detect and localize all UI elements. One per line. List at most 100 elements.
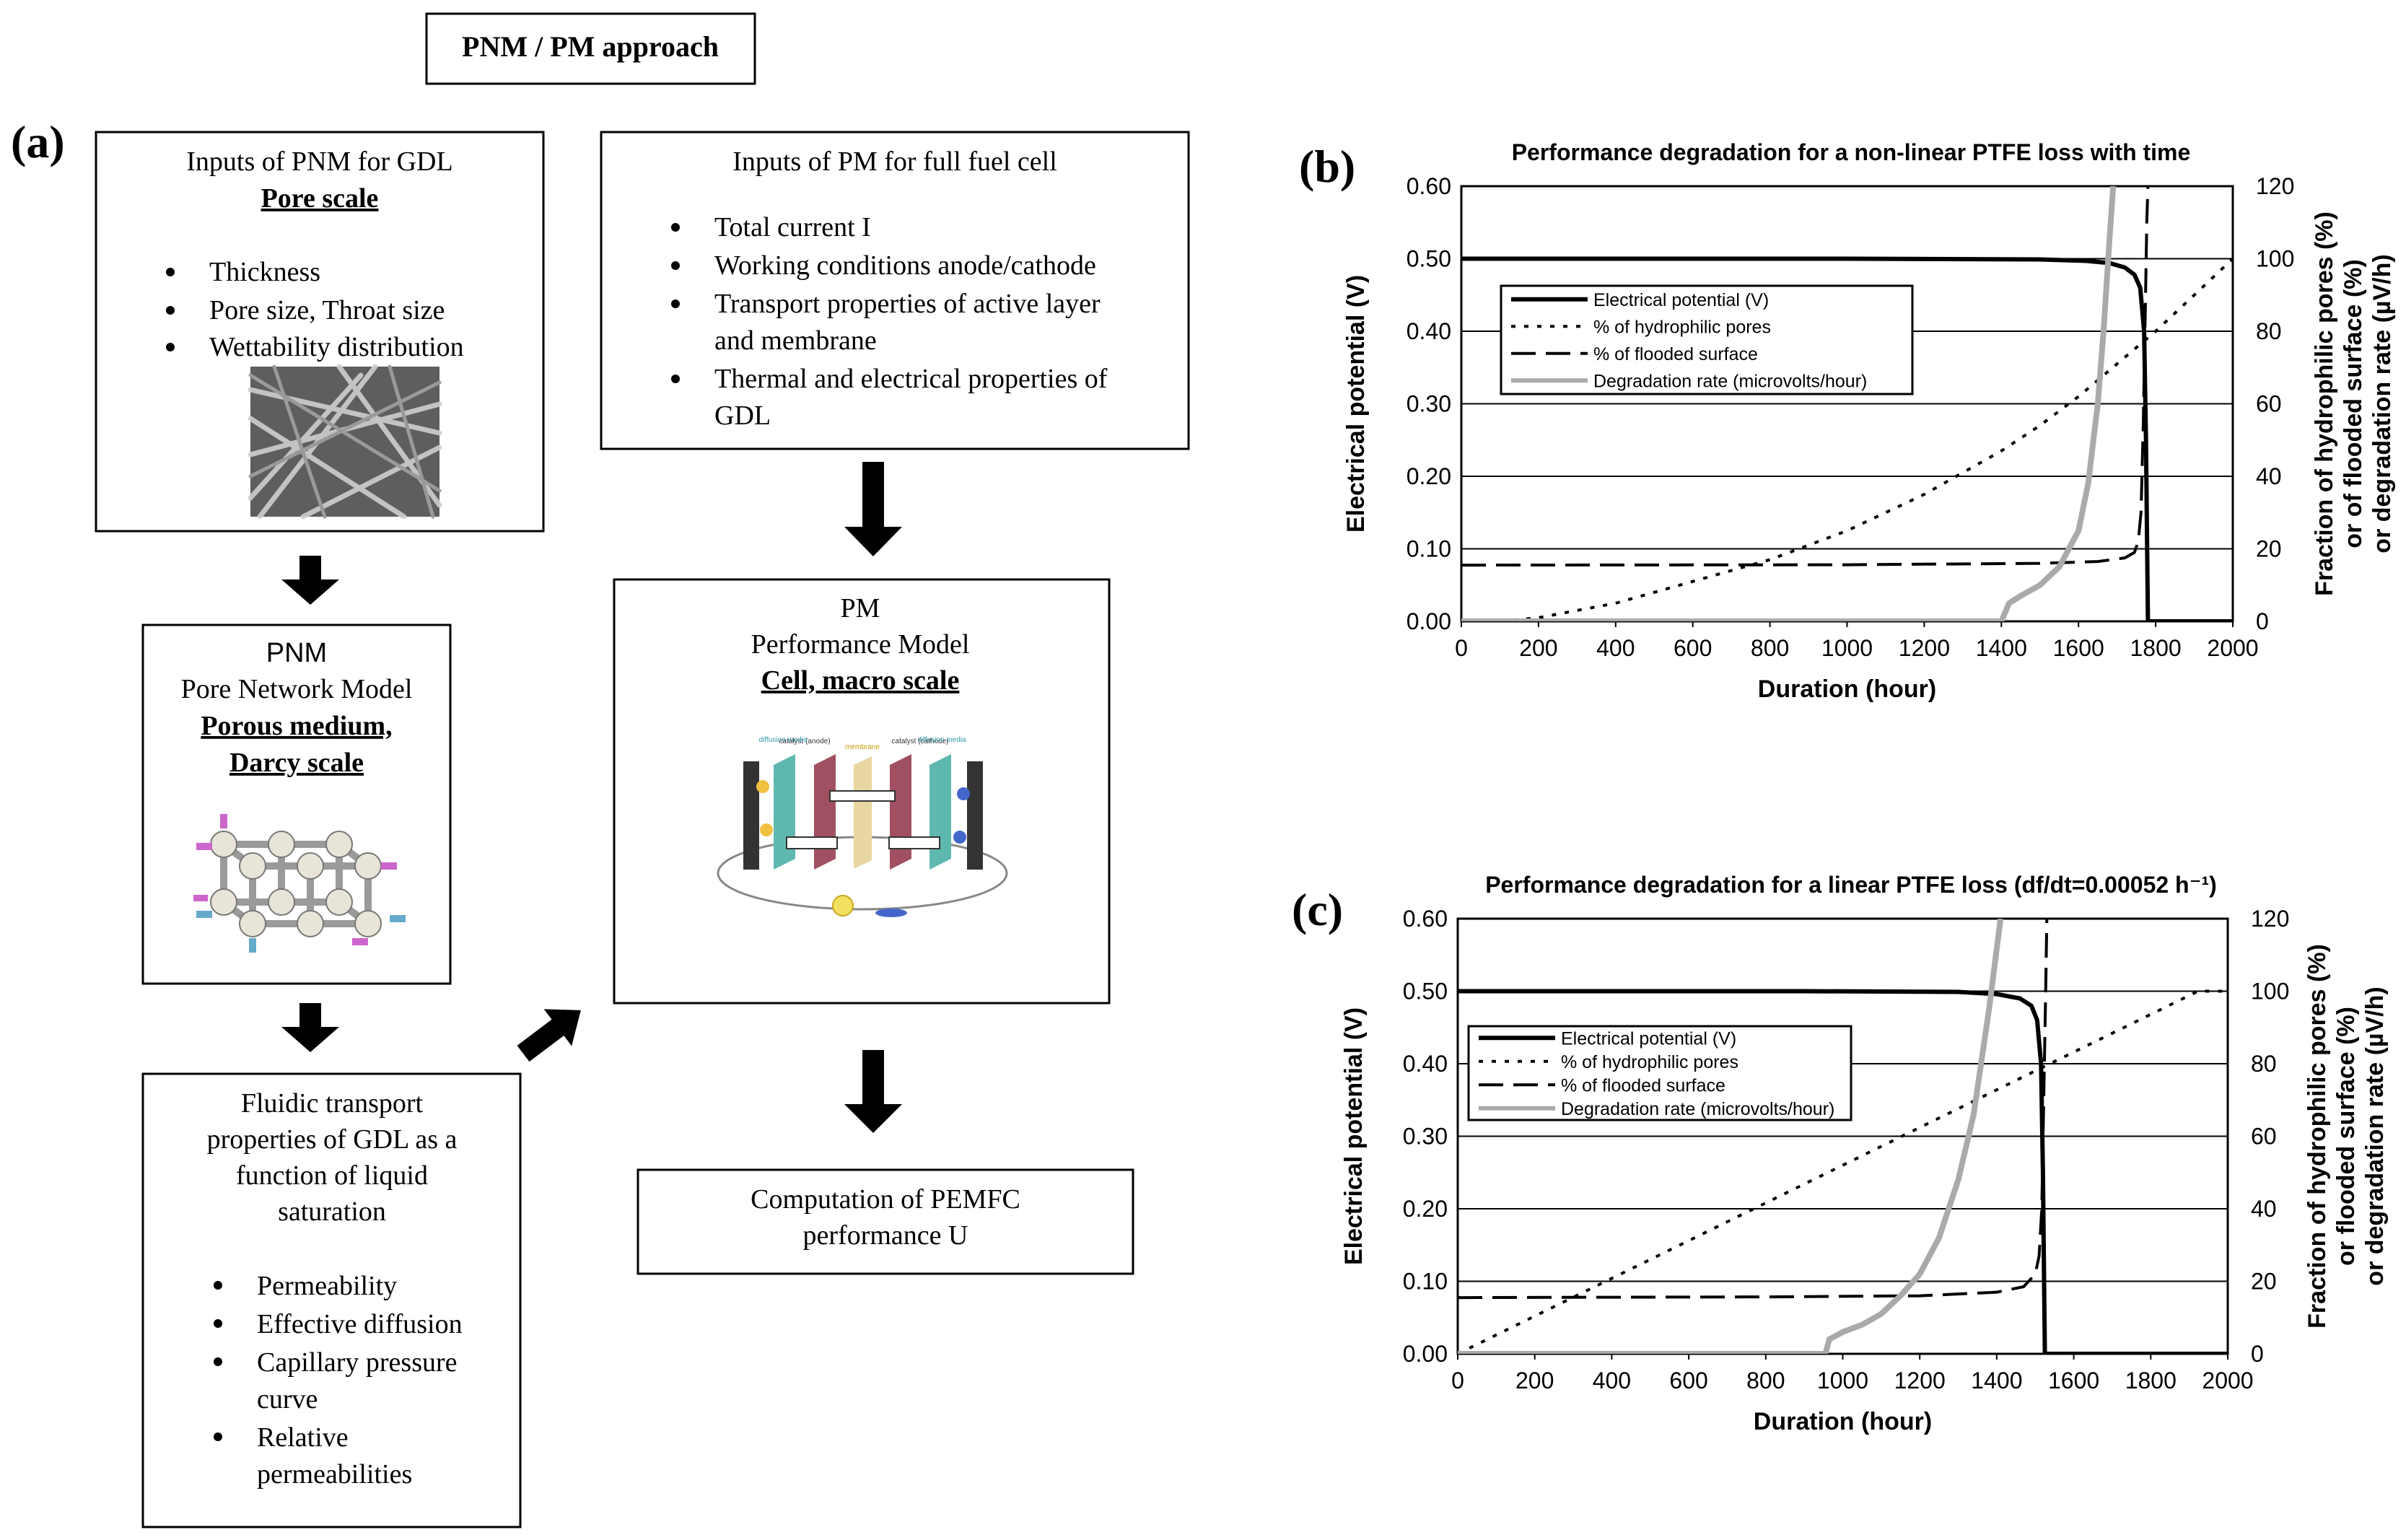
x-tick-label: 800	[1746, 1368, 1785, 1394]
bullet	[671, 223, 680, 232]
legend-label: Degradation rate (microvolts/hour)	[1593, 371, 1867, 391]
computation-line: Computation of PEMFC	[751, 1184, 1020, 1215]
legend-label: % of hydrophilic pores	[1561, 1052, 1738, 1072]
series-line-dashed	[1461, 186, 2150, 567]
pore-network-illustration	[193, 814, 406, 953]
x-tick-label: 1600	[2053, 635, 2104, 661]
y-tick-label: 0.00	[1407, 608, 1451, 634]
bullet	[166, 268, 175, 276]
x-tick-label: 400	[1593, 1368, 1631, 1394]
y2-tick-label: 100	[2256, 246, 2294, 272]
pm-input-item: Total current I	[714, 212, 871, 242]
y2-axis-label-line: Fraction of hydrophilic pores (%)	[2311, 211, 2338, 596]
x-axis-label: Duration (hour)	[1758, 675, 1936, 703]
bullet	[214, 1357, 222, 1366]
chart-title: Performance degradation for a linear PTF…	[1485, 872, 2217, 898]
series-line-solid	[1458, 989, 2228, 1354]
pm-name: Performance Model	[751, 629, 970, 660]
x-tick-label: 400	[1596, 635, 1635, 661]
series-group	[1461, 186, 2233, 621]
x-tick-label: 0	[1455, 635, 1468, 661]
y-tick-label: 0.50	[1407, 246, 1451, 272]
bullet	[214, 1432, 222, 1441]
x-tick-label: 1400	[1976, 635, 2027, 661]
x-tick-label: 1600	[2048, 1368, 2099, 1394]
pm-scale: Cell, macro scale	[761, 665, 960, 696]
fluidic-title-line: properties of GDL as a	[207, 1124, 458, 1155]
x-tick-label: 600	[1674, 635, 1712, 661]
chart-b: (b) Performance degradation for a non-li…	[1299, 139, 2396, 703]
panel-label-a: (a)	[11, 116, 65, 167]
fluidic-title-line: saturation	[278, 1196, 386, 1227]
pm-acronym: PM	[841, 593, 880, 624]
fluidic-title-line: function of liquid	[236, 1160, 428, 1191]
y2-tick-label: 100	[2251, 979, 2289, 1005]
y2-tick-label: 120	[2251, 906, 2289, 932]
y-tick-label: 0.00	[1403, 1341, 1448, 1367]
fuel-cell-illustration: catalyst (anode) catalyst (cathode) diff…	[717, 736, 1008, 917]
series-line-solid	[1461, 256, 2233, 621]
fluidic-item: Permeability	[257, 1271, 397, 1301]
legend-label: % of flooded surface	[1561, 1075, 1725, 1095]
pm-input-item: Working conditions anode/cathode	[714, 250, 1096, 281]
fluidic-item: Relative	[257, 1422, 349, 1453]
pnm-input-item: Pore size, Throat size	[209, 295, 445, 325]
pnm-scale-line2: Darcy scale	[229, 748, 364, 778]
y2-tick-label: 80	[2251, 1051, 2277, 1077]
fig-label: catalyst (anode)	[779, 738, 830, 745]
series-group	[1458, 919, 2228, 1354]
x-tick-label: 800	[1751, 635, 1789, 661]
y2-tick-label: 60	[2251, 1124, 2277, 1150]
pnm-input-item: Wettability distribution	[209, 332, 464, 362]
x-tick-label: 1400	[1971, 1368, 2022, 1394]
chart-c: (c) Performance degradation for a linear…	[1292, 872, 2389, 1435]
fluidic-item: Capillary pressure	[257, 1347, 458, 1378]
bullet	[214, 1319, 222, 1328]
y-tick-label: 0.40	[1403, 1051, 1448, 1077]
pnm-inputs-subtitle: Pore scale	[261, 183, 379, 214]
y2-tick-label: 40	[2251, 1196, 2277, 1222]
x-tick-label: 1800	[2130, 635, 2182, 661]
y2-tick-label: 0	[2251, 1341, 2264, 1367]
y2-tick-label: 20	[2256, 536, 2282, 562]
fig-label: catalyst (cathode)	[892, 738, 949, 745]
down-arrow	[844, 462, 902, 556]
pnm-acronym: PNM	[266, 638, 327, 668]
y2-tick-label: 60	[2256, 391, 2282, 417]
panel-label-c: (c)	[1292, 884, 1343, 935]
pnm-inputs-box: Inputs of PNM for GDL Pore scale Thickne…	[95, 131, 545, 533]
pnm-inputs-title: Inputs of PNM for GDL	[186, 146, 452, 177]
pnm-box: PNM Pore Network Model Porous medium, Da…	[141, 624, 452, 985]
bullet	[671, 261, 680, 270]
header-box	[425, 12, 756, 85]
fluidic-title-line: Fluidic transport	[241, 1088, 424, 1119]
x-tick-label: 1200	[1894, 1368, 1946, 1394]
x-tick-label: 2000	[2202, 1368, 2253, 1394]
bullet	[671, 375, 680, 383]
bullet	[214, 1281, 222, 1290]
pnm-name: Pore Network Model	[181, 674, 413, 704]
y-tick-label: 0.10	[1407, 536, 1451, 562]
x-tick-label: 1000	[1821, 635, 1873, 661]
x-tick-label: 600	[1669, 1368, 1707, 1394]
x-tick-label: 2000	[2207, 635, 2258, 661]
diagonal-arrow	[517, 1009, 581, 1062]
y-tick-label: 0.60	[1407, 173, 1451, 199]
pm-box: PM Performance Model Cell, macro scale	[613, 578, 1111, 1005]
fluidic-properties-box: Fluidic transport properties of GDL as a…	[141, 1072, 522, 1528]
x-tick-label: 1800	[2125, 1368, 2177, 1394]
series-line-grey	[1458, 919, 2004, 1354]
y-axis-label: Electrical potential (V)	[1340, 1007, 1368, 1265]
series-line-grey	[1461, 186, 2117, 621]
fig-label: membrane	[845, 743, 880, 751]
y-axis-label: Electrical potential (V)	[1342, 275, 1370, 533]
computation-line: performance U	[803, 1220, 968, 1251]
y2-tick-label: 0	[2256, 608, 2269, 634]
legend-label: % of hydrophilic pores	[1593, 317, 1771, 337]
y-tick-label: 0.10	[1403, 1269, 1448, 1295]
y-tick-label: 0.20	[1407, 463, 1451, 489]
y2-axis-label-line: or degradation rate (µV/h)	[2361, 986, 2389, 1285]
y2-tick-label: 120	[2256, 173, 2294, 199]
y2-tick-label: 80	[2256, 318, 2282, 344]
